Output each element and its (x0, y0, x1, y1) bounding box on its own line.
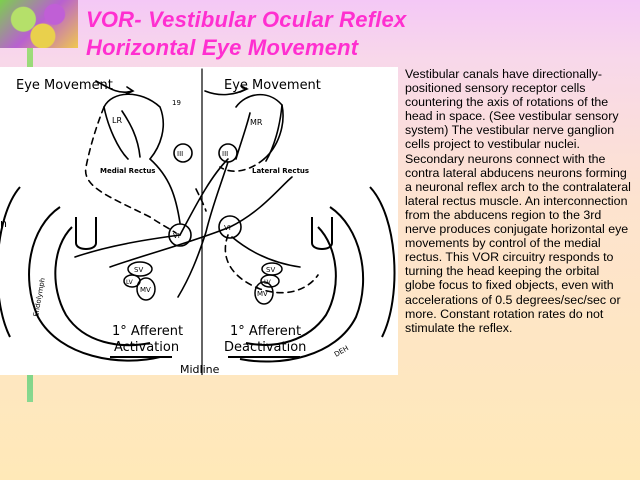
crossed-vi-to-lateral-rectus (109, 176, 293, 268)
dashed-right-deactivation (224, 234, 319, 294)
right-medial-rectus (235, 112, 251, 160)
vor-diagram: Eye Movement Eye Movement 19 LR MR III I… (0, 67, 398, 376)
right-abducens-nucleus (218, 215, 242, 239)
left-ampulla (75, 217, 97, 250)
vi-label-left: VI (173, 232, 180, 240)
left-lateral-rectus (103, 106, 129, 160)
right-lateral-rectus (265, 104, 283, 162)
left-medial-rectus (121, 110, 141, 158)
dashed-right-mr-pathway (219, 158, 265, 172)
left-vi-to-right-iii (179, 158, 229, 236)
vi-label-right: VI (224, 224, 231, 232)
left-medial-rectus-tract (149, 158, 181, 224)
slide-title: VOR- Vestibular Ocular Reflex Horizontal… (86, 6, 406, 62)
endolymph-label: Endolymph (32, 277, 47, 317)
right-canal-outer (239, 206, 365, 363)
mv-label-right: MV (257, 290, 268, 298)
dashed-left-lr-pathway (84, 106, 177, 234)
lr-label: LR (112, 116, 122, 125)
medial-rectus-label: Medial Rectus (100, 167, 155, 175)
signature-label: DEH (333, 344, 350, 358)
edge-letter: n (0, 217, 7, 230)
lv-label-right: LV (264, 279, 272, 286)
title-line-2: Horizontal Eye Movement (86, 35, 359, 60)
description-text: Vestibular canals have directionally-pos… (405, 67, 631, 335)
eye-movement-arrow-left (95, 80, 133, 94)
vor-diagram-svg: Eye Movement Eye Movement 19 LR MR III I… (0, 68, 396, 376)
right-ampulla (311, 217, 333, 250)
mv-label-left: MV (140, 286, 151, 294)
eye-movement-arrowhead-left (125, 86, 135, 95)
mr-label: MR (250, 118, 263, 127)
right-mv-nucleus (254, 281, 274, 305)
title-line-1: VOR- Vestibular Ocular Reflex (86, 7, 407, 32)
right-canal-outermost (369, 186, 396, 338)
sv-label-right: SV (266, 266, 275, 274)
left-canal-outermost (0, 186, 21, 338)
slide-logo (0, 0, 78, 48)
afferent-activation-line1: 1° Afferent (112, 324, 183, 339)
afferent-deactivation-line2: Deactivation (224, 340, 306, 355)
eye-movement-arrowhead-right (239, 85, 249, 93)
right-vi-to-canal (231, 236, 301, 268)
left-canal-inner (54, 226, 151, 347)
left-mv-nucleus (136, 277, 156, 301)
right-canal-inner (245, 226, 337, 346)
lv-label-left: LV (126, 279, 134, 286)
left-oculomotor-nucleus (173, 143, 193, 163)
left-abducens-nucleus (168, 223, 192, 247)
lateral-rectus-label: Lateral Rectus (252, 167, 309, 175)
afferent-deactivation-line1: 1° Afferent (230, 324, 301, 339)
left-eye-globe (103, 93, 165, 160)
left-afferent-to-vi (74, 234, 181, 258)
midline-label: Midline (180, 363, 220, 375)
iii-label-left: III (177, 150, 183, 158)
left-sv-nucleus (127, 261, 153, 277)
iii-label-right: III (222, 150, 228, 158)
eye-movement-label-right: Eye Movement (224, 78, 321, 93)
right-lv-nucleus (260, 274, 280, 288)
dashed-cross-segment (195, 188, 207, 212)
right-descending-tract (177, 161, 229, 298)
sv-label-left: SV (134, 266, 143, 274)
left-canal-outer (28, 206, 161, 362)
small-mark: 19 (172, 99, 181, 107)
eye-movement-label-left: Eye Movement (16, 78, 113, 93)
afferent-activation-line2: Activation (114, 340, 179, 355)
